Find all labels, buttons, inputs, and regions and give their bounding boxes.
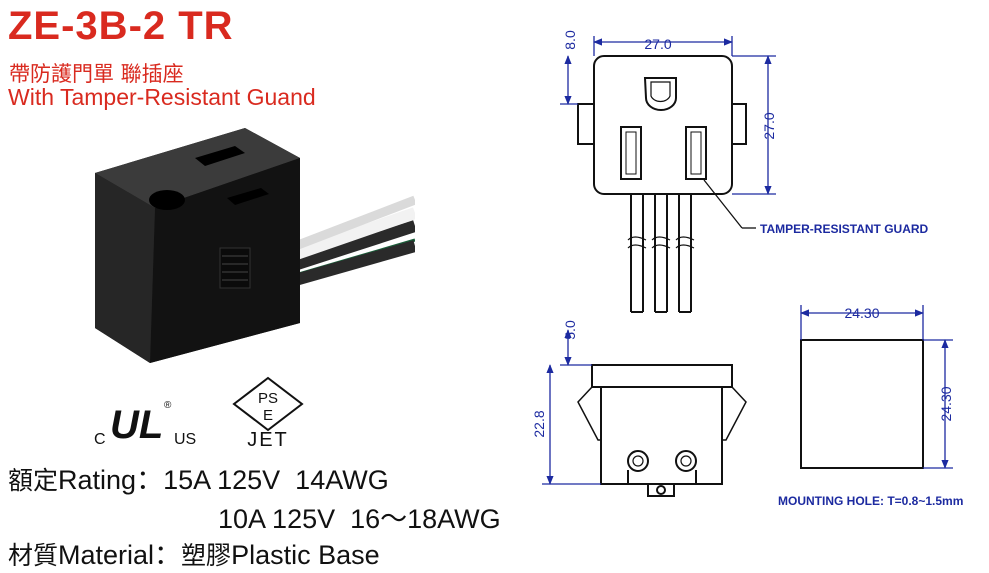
side-dim-top: 5.0 [562, 320, 578, 340]
subtitle-chinese: 帶防護門單 聯插座 [9, 62, 184, 86]
rating-value-1: 15A 125V 14AWG [163, 465, 389, 495]
mount-dim-right: 24.30 [938, 386, 954, 421]
ul-certification-mark: C UL ® US [94, 400, 196, 446]
pse-label: JET [247, 429, 289, 448]
mounting-hole-drawing [800, 339, 924, 469]
side-view-drawing [577, 364, 747, 497]
material-value-en: Plastic Base [231, 540, 380, 570]
ul-right-letters: US [174, 431, 196, 446]
pse-top-letters: PS [258, 390, 278, 407]
front-dim-left: 8.0 [562, 30, 578, 50]
mounting-hole-caption: MOUNTING HOLE: T=0.8~1.5mm [778, 494, 963, 508]
ul-left-letter: C [94, 431, 106, 446]
pse-bottom-letter: E [263, 407, 273, 424]
front-dim-top: 27.0 [644, 36, 671, 52]
material-label-en: Material： [58, 540, 182, 570]
pse-certification-mark: PS E JET [232, 376, 304, 448]
mounting-hole-dimensions [800, 305, 953, 469]
product-photo [95, 128, 415, 363]
front-view-drawing [577, 55, 747, 313]
ul-registered: ® [164, 400, 172, 411]
material-value-cn: 塑膠 [181, 541, 232, 570]
front-dim-right: 27.0 [761, 112, 777, 139]
model-title: ZE-3B-2 TR [8, 4, 234, 48]
side-dim-left: 22.8 [531, 410, 547, 437]
rating-line-1: 額定Rating：15A 125V 14AWG [8, 458, 389, 497]
tamper-guard-callout: TAMPER-RESISTANT GUARD [760, 222, 929, 236]
mount-dim-top: 24.30 [844, 305, 879, 321]
rating-label-cn: 額定 [8, 466, 59, 495]
subtitle-english: With Tamper-Resistant Guand [8, 84, 316, 110]
material-label-cn: 材質 [8, 541, 59, 570]
ul-letters: UL [110, 403, 163, 446]
material-line: 材質Material：塑膠Plastic Base [8, 533, 380, 572]
rating-value-2: 10A 125V 16～18AWG [218, 504, 501, 534]
side-view-dimensions [542, 329, 601, 485]
front-view-dimensions [560, 36, 776, 229]
rating-label-en: Rating： [58, 465, 164, 495]
